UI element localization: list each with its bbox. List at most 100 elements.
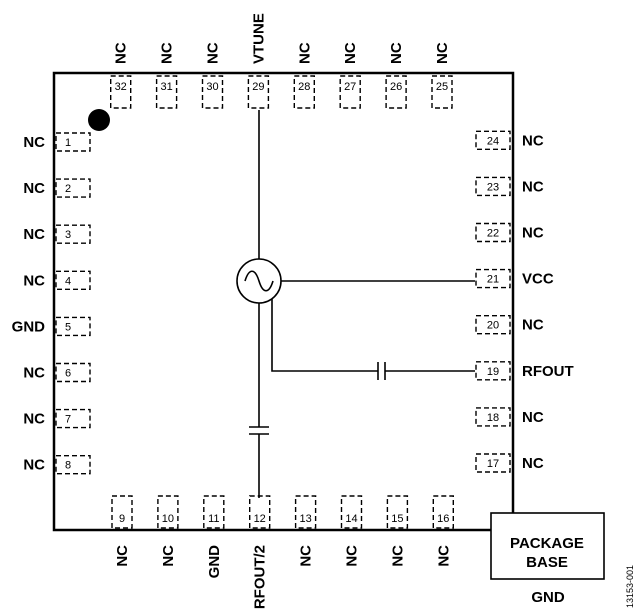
internal-circuit	[236, 110, 475, 498]
pin-pad	[475, 315, 511, 335]
pin-number: 24	[487, 135, 499, 147]
pin-label: NC	[23, 457, 45, 474]
pin-3: 3 NC	[23, 224, 91, 244]
pin-number: 31	[160, 81, 172, 93]
pin-number: 15	[391, 513, 403, 525]
pin-pad	[340, 495, 363, 529]
pin-1: 1NC	[23, 132, 91, 152]
pin-pad	[203, 495, 225, 529]
pin-label: NC	[434, 42, 451, 64]
pin-number: 28	[298, 81, 310, 93]
pin-label: NC	[23, 180, 45, 197]
pin-label: VTUNE	[250, 13, 267, 64]
pin-pad	[155, 75, 178, 109]
pin-pad	[55, 408, 91, 429]
pin-pad	[55, 132, 91, 152]
pin-number: 5	[65, 321, 71, 333]
pin-label: NC	[23, 226, 45, 243]
pin-pad	[157, 495, 179, 529]
pin-27: 27 NC	[339, 42, 361, 109]
pin-4: 4NC	[23, 270, 91, 290]
pin-pad	[55, 224, 91, 244]
chip-body	[52, 71, 515, 532]
oscillator-sine	[244, 270, 274, 292]
pin-number: 4	[65, 275, 71, 287]
pin-25: 25 NC	[431, 42, 453, 109]
pin-29: 29 VTUNE	[247, 13, 270, 109]
pin-label: NC	[113, 42, 130, 64]
pin-label: NC	[159, 42, 176, 64]
pin-9: 9NC	[111, 495, 133, 567]
pin-label: NC	[205, 42, 222, 64]
pin-6: 6NC	[23, 362, 91, 383]
pin-number: 12	[254, 513, 266, 525]
pin-label: RFOUT/2	[252, 545, 269, 609]
pin-label: NC	[522, 317, 544, 334]
pin-number: 2	[65, 183, 71, 195]
pin-number: 8	[65, 460, 71, 472]
pin-pad	[55, 270, 91, 290]
pin-label: NC	[522, 455, 544, 472]
pin-label: RFOUT	[522, 363, 574, 380]
pin-pad	[475, 407, 511, 427]
pin-number: 9	[119, 513, 125, 525]
pin-pad	[247, 75, 270, 109]
pin-pad	[431, 75, 453, 109]
pin-pad	[111, 495, 133, 529]
pin-pad	[293, 75, 315, 109]
pin-number: 25	[436, 81, 448, 93]
pin-label: NC	[23, 365, 45, 382]
pin-20: 20 NC	[475, 315, 544, 335]
pin-pad	[475, 268, 511, 289]
pin-number: 3	[65, 229, 71, 241]
pin-pad	[55, 455, 91, 475]
figure-id: 13153-001	[625, 565, 635, 608]
pin-number: 1	[65, 137, 71, 149]
pin-label: NC	[522, 225, 544, 242]
pin-label: NC	[522, 409, 544, 426]
pin-label: NC	[522, 178, 544, 195]
pin-7: 7NC	[23, 408, 91, 429]
pin-pad	[475, 130, 511, 151]
pin-number: 20	[487, 320, 499, 332]
package-base-line2: BASE	[526, 554, 568, 571]
pin-number: 32	[115, 81, 127, 93]
pin-label: NC	[522, 132, 544, 149]
pin-pad	[109, 75, 132, 109]
pin-label: NC	[342, 42, 359, 64]
rfout-wire-a	[271, 299, 378, 372]
pin-pad	[294, 495, 317, 529]
pin-label: NC	[296, 42, 313, 64]
pin-number: 11	[208, 513, 219, 525]
pin-pad	[432, 495, 454, 529]
pin-28: 28 NC	[293, 42, 315, 109]
pin-number: 17	[487, 458, 499, 470]
pin-pad	[248, 495, 271, 529]
pin-pad	[55, 178, 91, 198]
pin-label: NC	[435, 545, 452, 567]
pin-number: 26	[390, 81, 402, 93]
pin-number: 29	[252, 81, 264, 93]
pin-pad	[475, 222, 511, 243]
package-base-box	[490, 512, 605, 580]
pin-number: 7	[65, 414, 71, 426]
pin-pad	[475, 453, 511, 473]
pin-number: 27	[344, 81, 356, 93]
pin-number: 16	[437, 513, 449, 525]
